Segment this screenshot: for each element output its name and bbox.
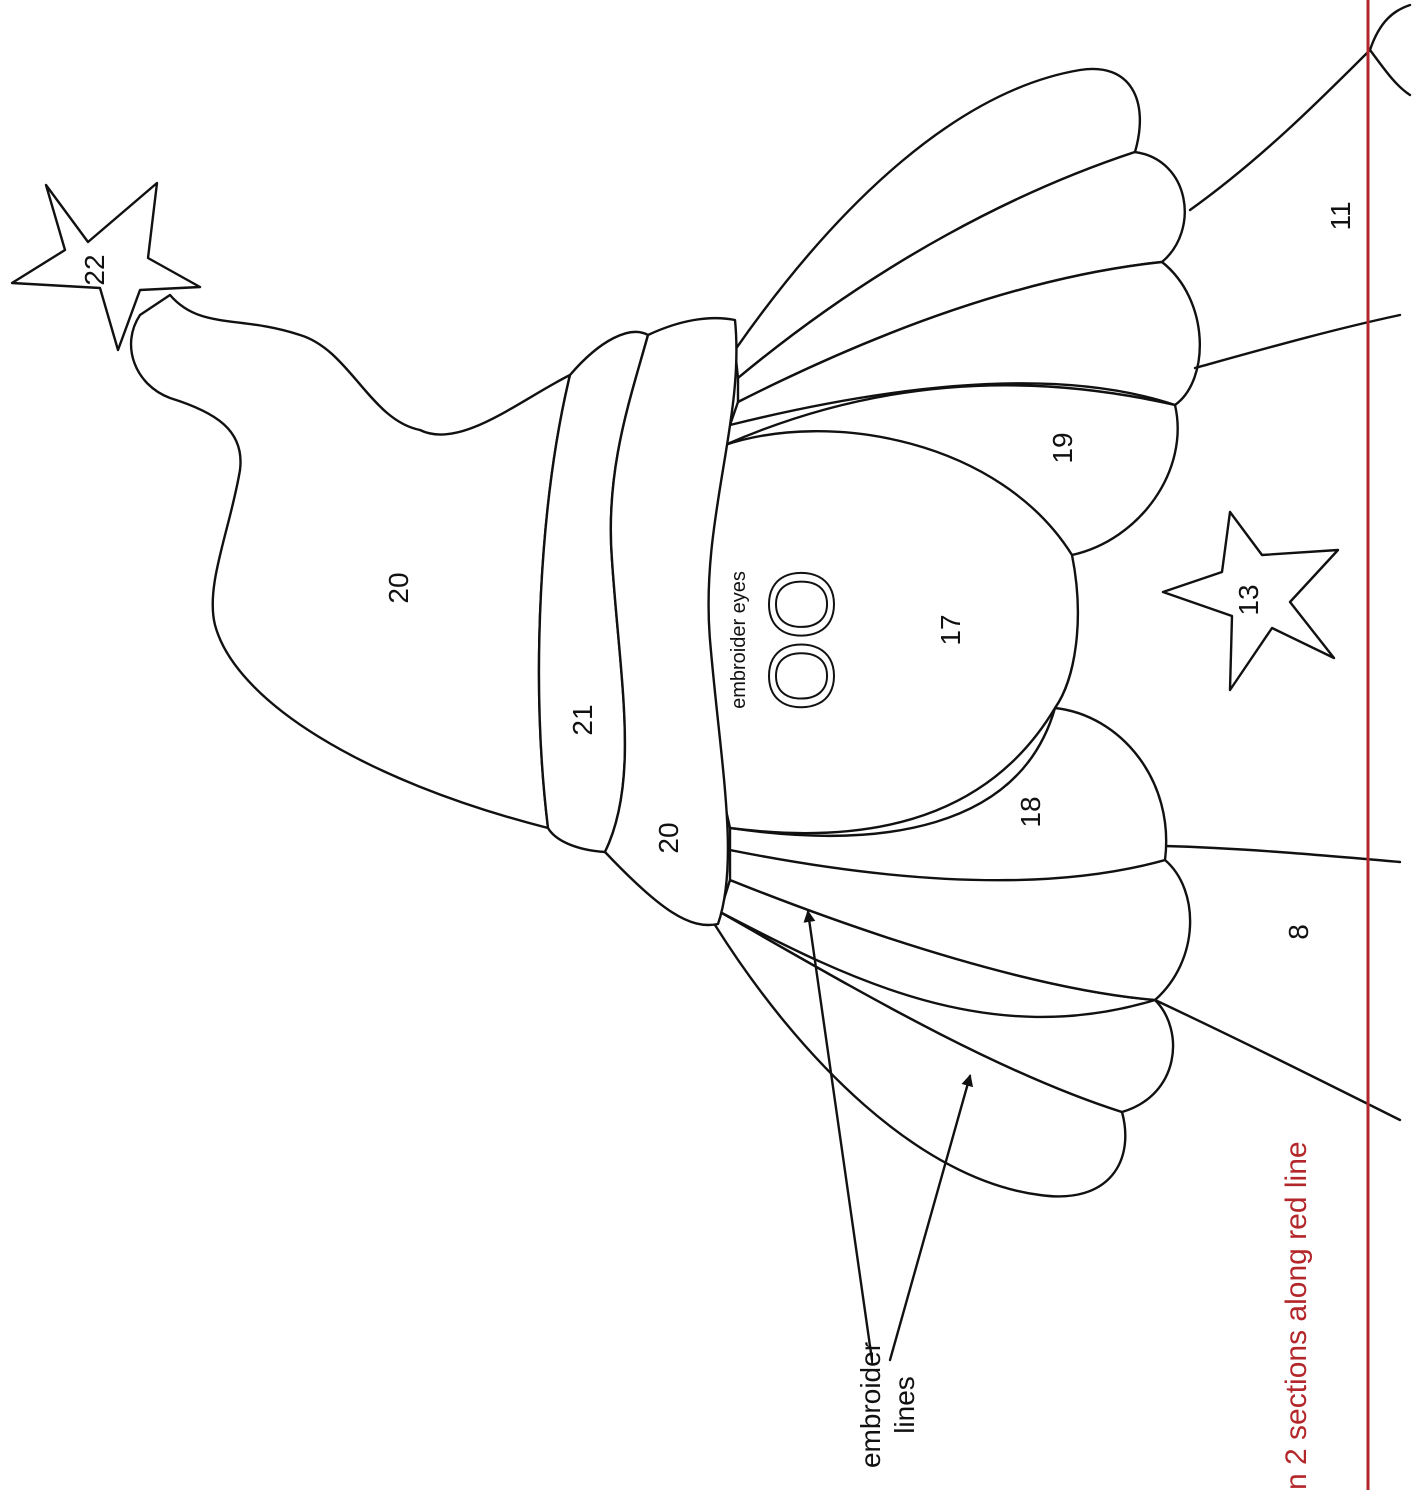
seam-lower — [1165, 846, 1400, 862]
split-instruction: n 2 sections along red line — [1280, 1141, 1313, 1490]
label-hat-body: 20 — [383, 572, 414, 603]
hat-body — [131, 295, 570, 828]
hair-strands-left — [715, 850, 1190, 1196]
label-left-piece: 8 — [1283, 924, 1314, 940]
eyes-note: embroider eyes — [728, 571, 750, 709]
label-hair-left: 18 — [1015, 796, 1046, 827]
label-star-small: 13 — [1233, 584, 1264, 615]
seam-top — [1190, 50, 1370, 210]
eyes-glyph: OO — [751, 568, 853, 711]
hair-strands-right — [730, 69, 1200, 425]
label-hair-right: 19 — [1047, 432, 1078, 463]
label-right-piece: 11 — [1325, 201, 1356, 230]
label-star-hat: 22 — [79, 254, 110, 285]
embroider-label-2: lines — [889, 1376, 920, 1434]
seam-corner — [1370, 5, 1410, 95]
embroider-label-1: embroider — [855, 1342, 886, 1468]
label-face: 17 — [935, 614, 966, 645]
label-hat-band-top: 21 — [567, 704, 598, 735]
seam-bottom — [1155, 1000, 1400, 1120]
label-hat-band-lower: 20 — [653, 822, 684, 853]
